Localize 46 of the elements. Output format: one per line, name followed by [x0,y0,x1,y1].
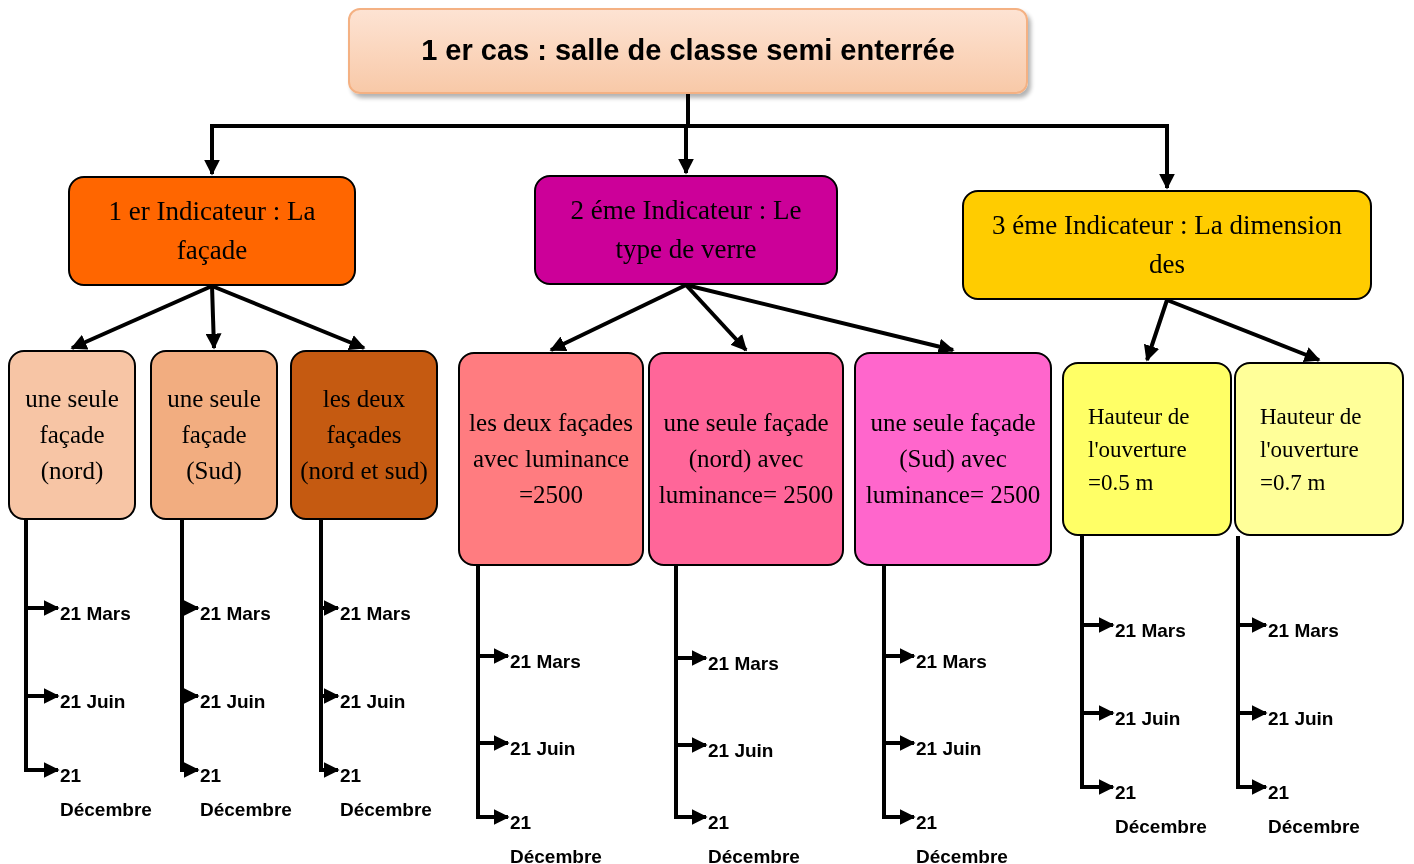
date-label: 21 Décembre [916,806,1008,864]
date-label: 21 Décembre [200,759,292,827]
indicator-box: 2 éme Indicateur : Le type de verre [534,175,838,285]
arrow [882,566,916,825]
title-box: 1 er cas : salle de classe semi enterrée [348,8,1028,94]
date-label: 21 Juin [340,685,432,719]
date-label: 21 Mars [510,645,602,679]
date-label: 21 Décembre [1268,776,1360,844]
date-label: 21 Décembre [510,806,602,864]
date-label: 21 Mars [916,645,1008,679]
arrow [549,283,687,352]
date-label: 21 Juin [200,685,292,719]
date-label: 21 Juin [60,685,152,719]
date-label: 21 Décembre [708,806,800,864]
date-label: 21 Mars [60,597,152,631]
arrow [685,283,955,355]
arrow [1143,299,1169,362]
arrow [211,284,366,350]
date-label: 21 Juin [1115,702,1207,736]
option-box: Hauteur de l'ouverture =0.7 m [1234,362,1404,536]
date-label: 21 Juin [510,732,602,766]
option-box: Hauteur de l'ouverture =0.5 m [1062,362,1232,536]
date-label: 21 Mars [340,597,432,631]
option-box: une seule façade (Sud) [150,350,278,520]
arrow [1166,298,1321,363]
date-label: 21 Mars [200,597,292,631]
option-box: une seule façade (nord) avec luminance= 2500 [648,352,844,566]
date-label: 21 Décembre [1115,776,1207,844]
option-box: les deux façades avec luminance =2500 [458,352,644,566]
option-box: une seule façade (nord) [8,350,136,520]
indicator-box: 3 éme Indicateur : La dimension des [962,190,1372,300]
arrow [205,285,222,350]
date-label: 21 Mars [1115,614,1207,648]
date-label: 21 Décembre [340,759,432,827]
date-label: 21 Décembre [60,759,152,827]
arrow [476,566,510,825]
date-label: 21 Mars [708,647,800,681]
arrow [70,284,213,350]
option-box: les deux façades (nord et sud) [290,350,438,520]
arrow [674,566,708,825]
date-label: 21 Juin [708,734,800,768]
indicator-box: 1 er Indicateur : La façade [68,176,356,286]
date-label: 21 Mars [1268,614,1360,648]
date-label: 21 Juin [916,732,1008,766]
date-label: 21 Juin [1268,702,1360,736]
option-box: une seule façade (Sud) avec luminance= 2500 [854,352,1052,566]
